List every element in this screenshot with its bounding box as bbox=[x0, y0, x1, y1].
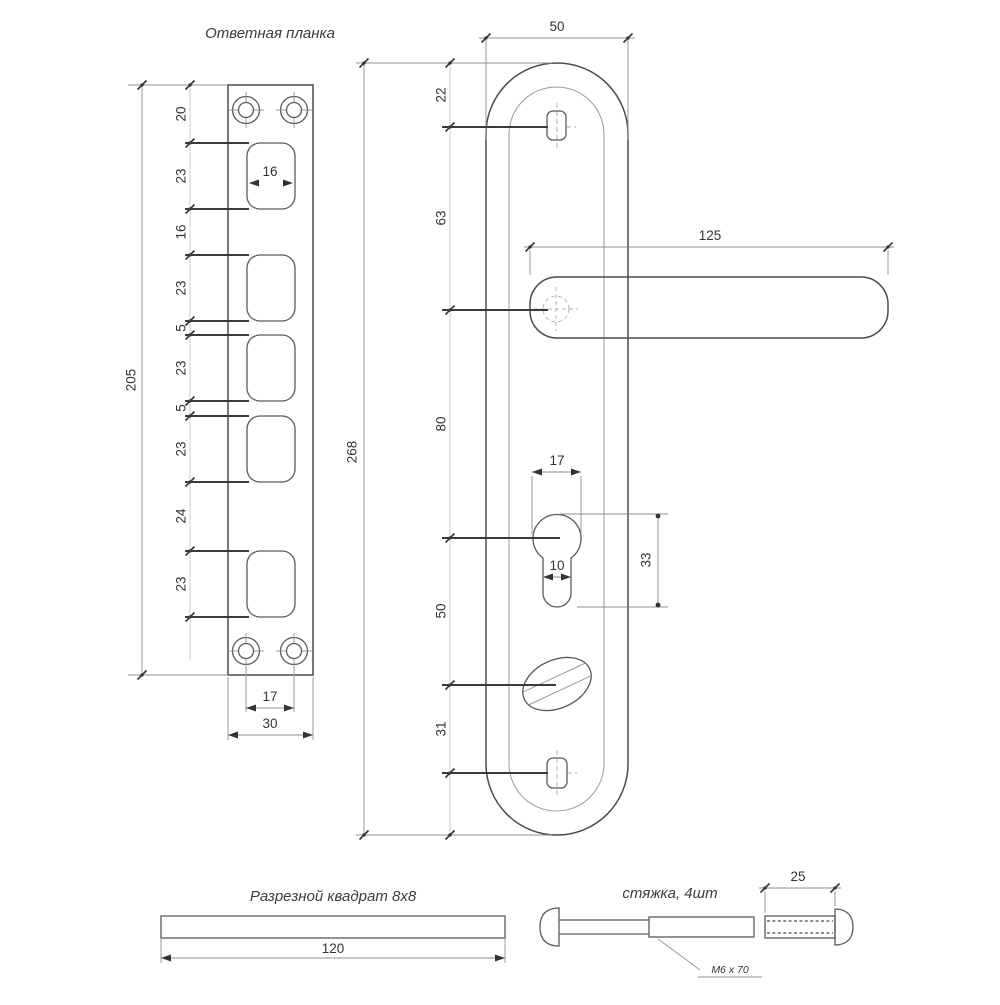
thread-spec-label: М6 х 70 bbox=[711, 964, 749, 976]
latch-cutout bbox=[246, 142, 296, 210]
screw-hole bbox=[275, 91, 313, 129]
latch-cutout bbox=[246, 334, 296, 402]
dim-chain: 23 bbox=[174, 280, 189, 295]
cylinder-keyhole bbox=[532, 513, 582, 608]
strike-plate-outline bbox=[227, 84, 314, 676]
tie-rod-title: стяжка, 4шт bbox=[622, 885, 717, 902]
screw-hole bbox=[275, 632, 313, 670]
dim-cylinder-width: 17 bbox=[549, 453, 564, 468]
dim-plate-width: 30 bbox=[262, 716, 277, 731]
dim-cylinder-height: 33 bbox=[639, 552, 654, 567]
dim-chain: 31 bbox=[434, 721, 449, 736]
square-bar-view: Разрезной квадрат 8х8 120 bbox=[160, 888, 506, 963]
screw-hole bbox=[227, 91, 265, 129]
dim-handle-length: 125 bbox=[699, 228, 722, 243]
strike-plate-dimensions: 205 20 23 bbox=[124, 79, 314, 740]
dim-chain: 5 bbox=[174, 324, 189, 332]
dim-chain: 20 bbox=[174, 106, 189, 121]
dim-chain: 23 bbox=[174, 360, 189, 375]
handle-plate-view: 50 268 22 63 80 bbox=[345, 19, 894, 841]
bolt-head bbox=[539, 907, 560, 947]
dim-chain: 50 bbox=[434, 603, 449, 618]
bolt-thread bbox=[648, 916, 755, 938]
thumbturn bbox=[522, 656, 592, 712]
dim-cutout-width: 16 bbox=[262, 164, 277, 179]
sleeve-cap bbox=[834, 908, 854, 946]
dim-chain: 63 bbox=[434, 210, 449, 225]
tie-rod-view: стяжка, 4шт М6 х 70 25 bbox=[539, 869, 854, 978]
dim-chain: 23 bbox=[174, 576, 189, 591]
latch-cutout bbox=[246, 254, 296, 322]
dim-chain: 80 bbox=[434, 416, 449, 431]
sleeve bbox=[764, 915, 836, 939]
fixing-hole-top bbox=[546, 110, 567, 141]
square-bar-title: Разрезной квадрат 8х8 bbox=[250, 888, 417, 905]
handle-plate-outline bbox=[485, 62, 889, 836]
dim-bar-length: 120 bbox=[322, 941, 345, 956]
dim-total-height: 268 bbox=[345, 441, 360, 464]
dim-chain: 16 bbox=[174, 224, 189, 239]
dim-total-height: 205 bbox=[124, 369, 139, 392]
dim-plate-width: 50 bbox=[549, 19, 564, 34]
dim-screw-spacing: 17 bbox=[262, 689, 277, 704]
screw-hole bbox=[227, 632, 265, 670]
strike-plate-title: Ответная планка bbox=[205, 25, 335, 42]
dim-chain: 5 bbox=[174, 404, 189, 412]
square-bar bbox=[160, 915, 506, 939]
dim-chain: 23 bbox=[174, 441, 189, 456]
strike-plate-view: Ответная планка 205 bbox=[124, 25, 335, 740]
latch-cutout bbox=[246, 550, 296, 618]
latch-cutout bbox=[246, 415, 296, 483]
handle-plate-dimensions: 50 268 22 63 80 bbox=[345, 19, 894, 841]
dim-cylinder-slot: 10 bbox=[549, 558, 564, 573]
dim-chain: 24 bbox=[174, 508, 189, 524]
dim-chain: 23 bbox=[174, 168, 189, 183]
dim-chain: 22 bbox=[434, 87, 449, 102]
dim-sleeve-length: 25 bbox=[790, 869, 805, 884]
lever-handle bbox=[529, 276, 889, 339]
